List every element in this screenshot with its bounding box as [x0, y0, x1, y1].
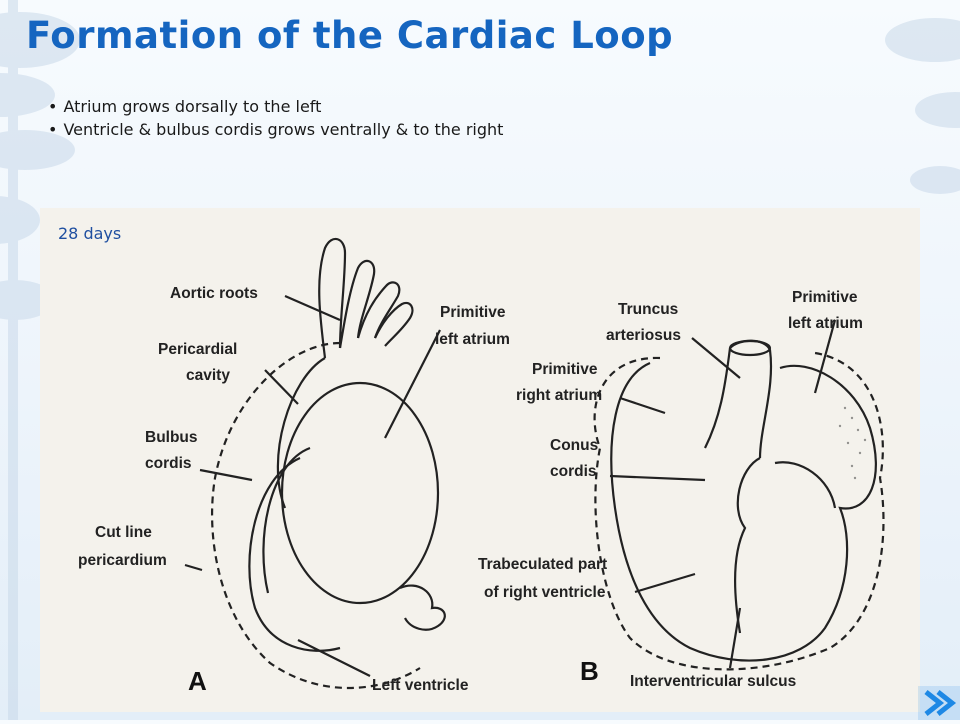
- label-primitive-left-atrium-b-1: Primitive: [792, 289, 858, 306]
- panel-a-letter: A: [188, 666, 207, 696]
- bullet-item: Atrium grows dorsally to the left: [48, 95, 503, 118]
- label-aortic-roots: Aortic roots: [170, 285, 258, 302]
- left-ventricle-shape: [280, 381, 440, 605]
- bulbus-cordis-shape: [248, 456, 341, 652]
- label-cut-line-1: Cut line: [95, 524, 152, 541]
- label-pericardial-cavity-2: cavity: [186, 367, 230, 384]
- label-conus-cordis-1: Conus: [550, 437, 598, 454]
- aortic-roots-shape: [318, 237, 347, 359]
- label-bulbus-cordis-1: Bulbus: [145, 429, 198, 446]
- atrium-shading: [838, 406, 867, 480]
- heart-outline-b: [610, 361, 877, 662]
- pericardium-outline-a: [210, 341, 421, 689]
- label-truncus-arteriosus-1: Truncus: [618, 301, 678, 318]
- bullet-list: Atrium grows dorsally to the left Ventri…: [48, 95, 503, 141]
- label-pericardial-cavity-1: Pericardial: [158, 341, 237, 358]
- label-primitive-right-atrium-1: Primitive: [532, 361, 598, 378]
- left-atrium-shape: [399, 584, 446, 631]
- label-cut-line-2: pericardium: [78, 552, 167, 569]
- label-trabeculated-part-2: of right ventricle: [484, 584, 606, 601]
- slide-title: Formation of the Cardiac Loop: [26, 14, 674, 57]
- label-primitive-left-atrium-b-2: left atrium: [788, 315, 863, 332]
- label-conus-cordis-2: cordis: [550, 463, 597, 480]
- label-interventricular-sulcus: Interventricular sulcus: [630, 673, 796, 690]
- panel-b-letter: B: [580, 656, 599, 686]
- interventricular-sulcus-shape: [733, 457, 761, 634]
- bullet-item: Ventricle & bulbus cordis grows ventrall…: [48, 118, 503, 141]
- label-primitive-left-atrium-a-2: left atrium: [435, 331, 510, 348]
- double-chevron-right-icon: [918, 686, 960, 720]
- age-label: 28 days: [58, 224, 122, 243]
- label-trabeculated-part-1: Trabeculated part: [478, 556, 607, 573]
- cardiac-loop-illustration: Aortic roots Pericardial cavity Bulbus c…: [78, 237, 885, 696]
- cardiac-loop-figure: Aortic roots Pericardial cavity Bulbus c…: [40, 208, 920, 712]
- truncus-arteriosus-shape: [729, 339, 773, 459]
- next-slide-button[interactable]: [918, 686, 960, 720]
- label-left-ventricle: Left ventricle: [372, 677, 469, 694]
- label-primitive-right-atrium-2: right atrium: [516, 387, 602, 404]
- label-bulbus-cordis-2: cordis: [145, 455, 192, 472]
- label-primitive-left-atrium-a-1: Primitive: [440, 304, 506, 321]
- label-truncus-arteriosus-2: arteriosus: [606, 327, 681, 344]
